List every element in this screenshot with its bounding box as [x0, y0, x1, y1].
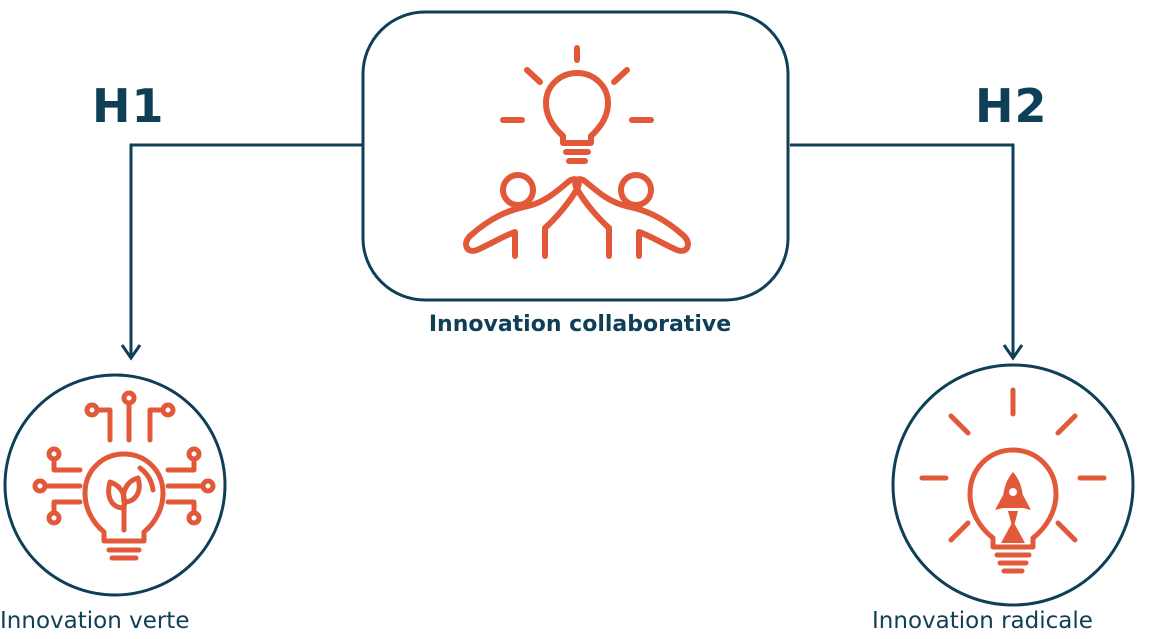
- green-lightbulb-circuit-icon: [32, 390, 216, 561]
- collaboration-lightbulb-icon: [463, 45, 691, 259]
- right-node-caption: Innovation radicale: [872, 608, 1093, 634]
- left-node-caption: Innovation verte: [0, 608, 190, 634]
- rocket-icon: [995, 472, 1031, 543]
- hypothesis-h1-label: H1: [92, 79, 165, 133]
- center-node-box: [361, 10, 790, 302]
- connector-h2: [790, 143, 1024, 361]
- connector-h1: [120, 143, 362, 361]
- hypothesis-h2-label: H2: [975, 79, 1048, 133]
- center-node-caption: Innovation collaborative: [428, 312, 732, 337]
- rocket-lightbulb-icon: [919, 387, 1107, 574]
